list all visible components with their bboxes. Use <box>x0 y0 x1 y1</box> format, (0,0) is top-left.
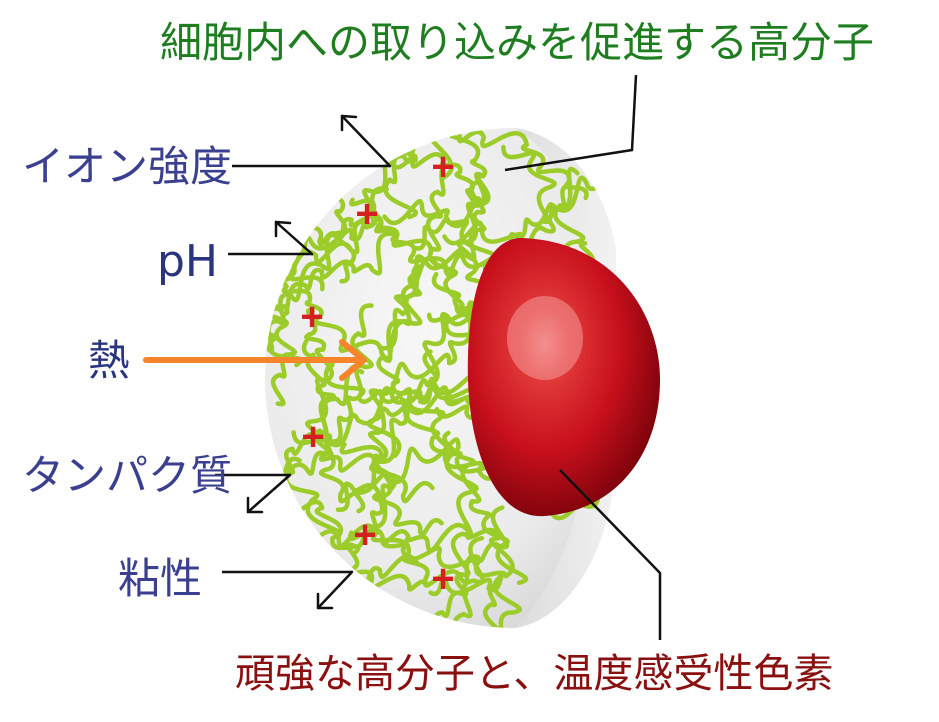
top-leader-line <box>504 74 638 172</box>
charge-mark: + <box>431 145 454 189</box>
protein-label: タンパク質 <box>22 451 233 500</box>
viscosity-label: 粘性 <box>118 554 203 603</box>
charge-mark: + <box>300 295 323 339</box>
polymer-chain <box>265 554 420 628</box>
uptake-polymer-label: 細胞内への取り込みを促進する高分子 <box>160 18 875 67</box>
ph-arrow <box>274 220 314 256</box>
core-polymer-dye-label: 頑強な高分子と、温度感受性色素 <box>235 651 834 697</box>
polymer-chain <box>265 231 396 400</box>
polymer-chain <box>347 522 515 597</box>
ion-strength-label: イオン強度 <box>22 142 233 191</box>
protein-arrow <box>246 473 292 514</box>
polymer-chain <box>335 437 529 586</box>
polymer-chain <box>319 368 444 538</box>
ion-arrow <box>340 114 392 168</box>
polymer-chain <box>394 128 491 251</box>
polymer-chain <box>540 128 612 225</box>
ph-label: pH <box>157 236 219 287</box>
charge-mark: + <box>353 513 376 557</box>
heat-label: 熱 <box>88 336 131 385</box>
polymer-chain <box>265 499 343 628</box>
bottom-leader-line <box>559 469 662 640</box>
polymer-chain <box>377 166 580 351</box>
charge-mark: + <box>301 415 324 459</box>
charge-mark: + <box>431 557 454 601</box>
dye-core-sphere <box>467 238 660 517</box>
viscosity-arrow <box>316 570 354 610</box>
core-highlight <box>507 296 583 380</box>
polymer-chain <box>265 352 336 538</box>
heat-arrow <box>143 339 367 381</box>
polymer-chain <box>352 401 518 514</box>
charge-mark: + <box>355 192 378 236</box>
charge-marks: + + + + + + <box>300 145 454 601</box>
